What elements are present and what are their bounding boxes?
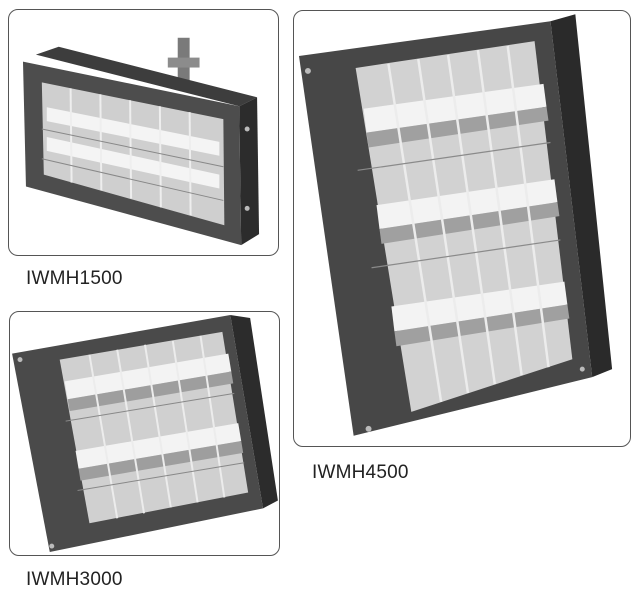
heating-tube — [46, 107, 220, 156]
heating-tube — [46, 136, 220, 189]
heater-side — [239, 97, 260, 246]
heater-top — [35, 46, 258, 107]
guard-grille — [88, 335, 226, 519]
product-image-iwmh1500 — [8, 9, 279, 256]
heater-side — [550, 14, 613, 378]
heater-iwmh4500-illustration — [298, 14, 613, 436]
heater-iwmh3000-illustration — [12, 314, 278, 553]
guard-grille — [387, 45, 550, 403]
guard-grille — [69, 88, 192, 216]
heater-side — [230, 314, 278, 509]
product-label-iwmh1500: IWMH1500 — [26, 268, 123, 289]
product-image-iwmh4500 — [293, 10, 631, 447]
product-image-iwmh3000 — [9, 311, 280, 556]
heater-iwmh1500-illustration — [22, 37, 260, 246]
product-label-iwmh3000: IWMH3000 — [26, 569, 123, 590]
heating-tube — [64, 353, 242, 469]
product-label-iwmh4500: IWMH4500 — [312, 462, 409, 483]
